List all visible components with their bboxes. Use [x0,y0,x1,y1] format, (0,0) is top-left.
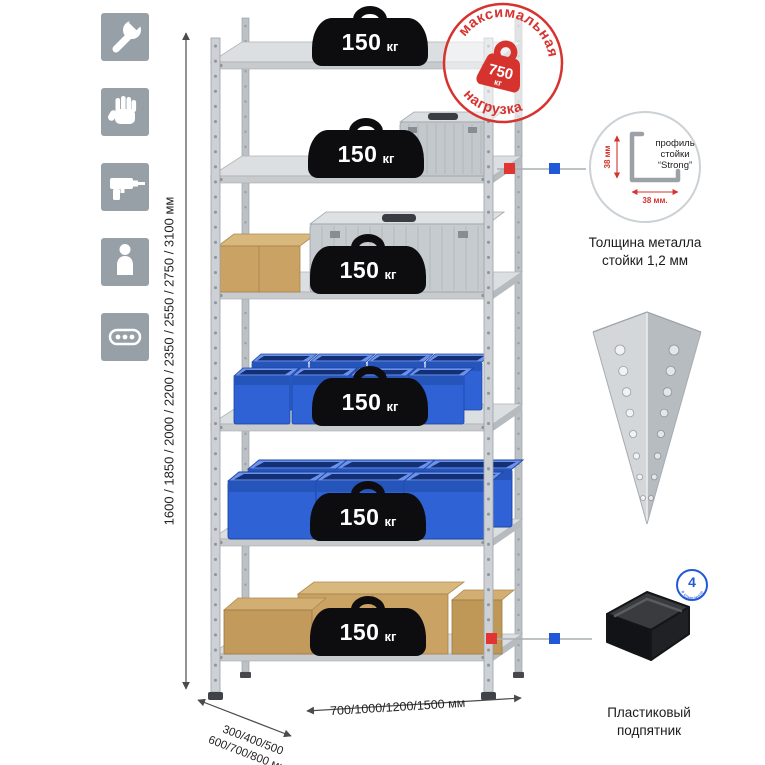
weight-body: 150 кг [310,493,426,541]
callout-connectors [486,163,592,644]
profile-label: “Strong” [658,160,692,171]
weight-body: 150 кг [310,246,426,294]
drill-icon [101,163,149,211]
stamp-unit: кг [493,77,503,89]
weight-body: 150 кг [312,378,428,426]
load-unit: кг [386,38,399,54]
load-value: 150 [339,503,380,530]
stamp-value: 750 [487,61,515,84]
included-count-badge [676,569,708,601]
metal-thickness-caption: Толщина металла стойки 1,2 мм [565,234,725,270]
weight-body: 150 кг [312,18,428,66]
post-strip-icon [101,313,149,361]
weight-body: 150 кг [310,608,426,656]
profile-dim-vertical: 38 мм [603,145,612,168]
shelf-load-badge: 150 кг [310,234,426,294]
shelf-load-badge: 150 кг [312,6,428,66]
caption-line: Пластиковый [607,705,691,720]
post-profile-drawing [629,131,681,183]
post-profile-callout: 38 мм 38 мм. профиль стойки “Strong” [589,111,701,223]
load-unit: кг [384,628,397,644]
load-unit: кг [386,398,399,414]
shelf-load-badge: 150 кг [308,118,424,178]
height-dimension-label: 1600 / 1850 / 2000 / 2200 / 2350 / 2550 … [161,196,177,526]
red-marker-top [504,163,515,174]
max-load-stamp: максимальная нагрузка 750 кг [442,0,570,125]
post-holes-right [648,344,680,501]
caption-line: стойки 1,2 мм [601,253,689,269]
person-icon [101,238,149,286]
cardboard-box [216,233,318,293]
blue-marker-bottom [549,633,560,644]
plastic-foot-caption: Пластиковый подпятник [569,704,729,740]
load-value: 150 [337,140,378,167]
caption-line: Толщина металла [588,235,702,250]
perforated-post-image [592,311,702,525]
stamp-weight-body [476,53,520,93]
post-holes-left [614,344,646,501]
dimension-lines [182,32,522,738]
profile-label: профиль [655,138,694,149]
plastic-foot-image: 4 в комплекте [606,569,708,661]
load-unit: кг [382,150,395,166]
red-marker-bottom [486,633,497,644]
included-count: 4 [688,574,696,590]
wrench-icon [101,13,149,61]
load-unit: кг [384,513,397,529]
profile-dim-horizontal: 38 мм. [642,196,667,205]
shelf-load-badge: 150 кг [310,596,426,656]
shelf-load-badge: 150 кг [312,366,428,426]
caption-line: подпятник [616,723,682,739]
blue-marker-top [549,163,560,174]
weight-body: 150 кг [308,130,424,178]
load-value: 150 [339,618,380,645]
glove-icon [101,88,149,136]
profile-label: стойки [660,149,689,160]
rear-posts [240,17,524,678]
load-value: 150 [339,256,380,283]
load-unit: кг [384,266,397,282]
load-value: 150 [341,28,382,55]
load-value: 150 [341,388,382,415]
shelf-load-badge: 150 кг [310,481,426,541]
